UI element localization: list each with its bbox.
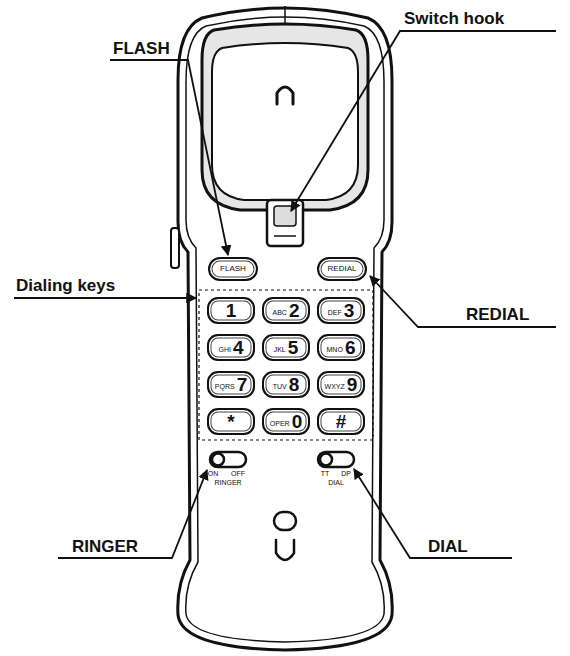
switch-hook-line [274,235,296,237]
switch-name: RINGER [214,479,241,486]
key-digit: 4 [233,338,244,357]
ringer-switch-knob [212,454,224,466]
key-letters: DEF [328,309,342,316]
key-digit: 9 [347,375,358,394]
phone-body [171,6,392,650]
dial-key: MNO6 [317,334,365,361]
dial-key: OPER0 [262,408,310,435]
body-inner-contour [186,17,385,642]
earpiece-icon [277,87,293,104]
mouthpiece-icon [276,540,294,560]
ringer-switch [210,452,246,467]
dialing-keys-leader [14,297,196,299]
function-button: REDIAL [317,257,367,281]
key-digit: # [336,412,347,431]
earpiece-face [212,43,358,200]
key-letters: WXYZ [325,383,345,390]
callout-label: FLASH [113,40,170,57]
key-letters: TUV [273,383,287,390]
callout-label: Switch hook [404,10,504,27]
callout-label: REDIAL [466,306,529,323]
button-label: REDIAL [328,265,357,273]
dial-key: # [317,408,365,435]
switch-name: DIAL [328,479,344,486]
dial-leader [354,469,512,558]
switch-hook [267,200,303,246]
redial-leader [370,276,556,327]
switch-position: DP [341,470,351,477]
button-label: FLASH [220,265,246,273]
dial-key: 1 [207,297,255,324]
key-digit: 1 [226,301,237,320]
key-digit: 7 [237,375,248,394]
ringer-leader [58,470,207,558]
callout-label: Dialing keys [16,277,115,294]
key-letters: GHI [218,346,230,353]
dial-key: DEF3 [317,297,365,324]
dial-key: JKL5 [262,334,310,361]
key-letters: JKL [274,346,286,353]
leader-lines [14,31,556,558]
mouthpiece-slot [274,512,296,530]
switch-position: OFF [231,470,245,477]
dial-key: PQRS7 [207,371,255,398]
earpiece-cup [202,24,368,210]
key-digit: * [227,412,234,431]
callout-label: RINGER [72,538,138,555]
key-digit: 6 [345,338,356,357]
switch-hook-leader [291,31,556,211]
key-letters: ABC [273,309,287,316]
key-digit: 3 [344,301,355,320]
switch-position: ON [208,470,219,477]
key-digit: 5 [288,338,299,357]
switch-position: TT [321,470,330,477]
key-digit: 0 [292,412,303,431]
key-letters: MNO [327,346,343,353]
callout-label: DIAL [428,538,468,555]
key-letters: OPER [270,420,290,427]
dial-switch-knob [320,454,332,466]
flash-leader [110,60,228,255]
dial-key: WXYZ9 [317,371,365,398]
keypad-frame [199,290,373,440]
body-outline [178,8,393,650]
dial-key: GHI4 [207,334,255,361]
side-button [171,228,179,268]
dial-key: ABC2 [262,297,310,324]
dial-switch [318,452,354,467]
key-digit: 2 [289,301,300,320]
function-button: FLASH [208,257,258,281]
key-letters: PQRS [215,383,235,390]
dial-key: * [207,408,255,435]
key-digit: 8 [289,375,300,394]
dial-key: TUV8 [262,371,310,398]
